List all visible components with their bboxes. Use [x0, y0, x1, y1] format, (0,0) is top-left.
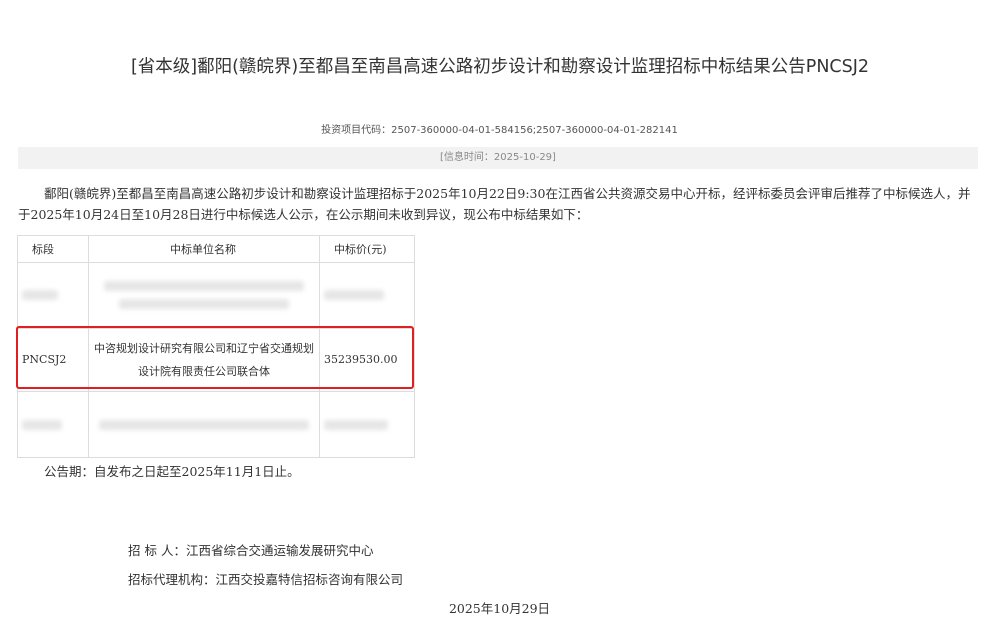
info-time-bar: [信息时间：2025-10-29] — [18, 147, 978, 169]
winner-segment: PNCSJ2 — [17, 327, 89, 393]
redacted-cell — [17, 391, 89, 458]
redacted-cell — [319, 391, 415, 458]
announcement-body: 鄱阳(赣皖界)至都昌至南昌高速公路初步设计和勘察设计监理招标于2025年10月2… — [18, 186, 971, 222]
winner-highlight-box — [16, 326, 414, 389]
info-time: [信息时间：2025-10-29] — [440, 152, 556, 163]
page-title: [省本级]鄱阳(赣皖界)至都昌至南昌高速公路初步设计和勘察设计监理招标中标结果公… — [130, 57, 870, 77]
table-row-redacted — [17, 262, 415, 329]
redacted-cell — [88, 262, 320, 329]
project-codes: 投资项目代码：2507-360000-04-01-584156;2507-360… — [0, 121, 999, 136]
tenderer: 招 标 人：江西省综合交通运输发展研究中心 — [128, 543, 374, 558]
table-header-row: 标段 中标单位名称 中标价(元) — [17, 235, 415, 263]
redacted-cell — [17, 262, 89, 329]
table-row-redacted — [17, 391, 415, 458]
project-code-label: 投资项目代码： — [321, 125, 392, 136]
redacted-cell — [319, 262, 415, 329]
header-segment: 标段 — [17, 235, 89, 263]
header-company: 中标单位名称 — [88, 235, 320, 263]
redacted-cell — [88, 391, 320, 458]
tender-agency: 招标代理机构：江西交投嘉特信招标咨询有限公司 — [128, 572, 404, 587]
table-row-winner: PNCSJ2 中咨规划设计研究有限公司和辽宁省交通规划设计院有限责任公司联合体 … — [17, 327, 415, 393]
header-price: 中标价(元) — [319, 235, 415, 263]
results-table: 标段 中标单位名称 中标价(元) PNCSJ2 中咨规划设计研究有限公司和辽宁省… — [17, 235, 415, 458]
project-code-values: 2507-360000-04-01-584156;2507-360000-04-… — [391, 125, 678, 136]
notice-period: 公告期：自发布之日起至2025年11月1日止。 — [44, 464, 300, 479]
announcement-date: 2025年10月29日 — [448, 601, 551, 616]
